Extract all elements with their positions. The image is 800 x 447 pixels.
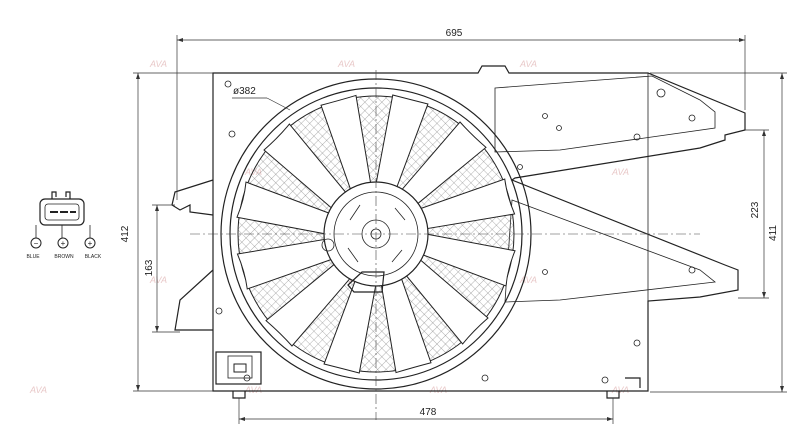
fan-blade <box>320 94 372 192</box>
fan-connector <box>215 351 262 385</box>
fan-blade <box>400 121 487 206</box>
fan-blade <box>375 94 429 189</box>
dimension-width-top: 695 <box>446 28 463 39</box>
fan-blades <box>236 94 516 374</box>
watermark-text: AVA <box>337 59 355 69</box>
fan-blade <box>380 276 432 374</box>
dimension-height-left: 412 <box>120 225 131 242</box>
watermark-text: AVA <box>611 167 629 177</box>
fan-blade <box>404 258 489 345</box>
dimension-width-bottom: 478 <box>420 407 437 418</box>
wire-label-blue: BLUE <box>26 254 40 260</box>
pin-symbol-blue: − <box>34 239 39 248</box>
watermark-text: AVA <box>149 59 167 69</box>
watermark-text: AVA <box>149 275 167 285</box>
fan-blade <box>265 262 352 347</box>
fan-blade <box>236 238 334 290</box>
watermark-text: AVA <box>519 275 537 285</box>
pin-symbol-black: + <box>88 239 93 248</box>
pin-symbol-brown: + <box>61 239 66 248</box>
dimension-lines <box>133 35 787 424</box>
watermark-text: AVA <box>29 385 47 395</box>
wire-label-black: BLACK <box>85 254 102 260</box>
watermark-text: AVA <box>519 59 537 69</box>
watermark-text: AVA <box>244 385 262 395</box>
dimension-fan-diameter: ø382 <box>233 86 256 97</box>
fan-blade <box>418 178 516 230</box>
dimension-offset-left: 163 <box>144 259 155 276</box>
watermark-text: AVA <box>429 385 447 395</box>
watermark-text: AVA <box>611 385 629 395</box>
fan-blade <box>323 279 377 374</box>
shroud-frame <box>171 65 746 399</box>
wire-label-brown: BROWN <box>54 254 74 260</box>
dimension-height-right: 411 <box>768 225 779 241</box>
dimension-offset-right: 223 <box>750 201 761 218</box>
fan-blade <box>421 233 516 287</box>
connector-pin-diagram: − + + BLUE BROWN BLACK <box>26 191 102 260</box>
fan-blade <box>263 123 348 210</box>
fan-blade <box>236 181 331 235</box>
